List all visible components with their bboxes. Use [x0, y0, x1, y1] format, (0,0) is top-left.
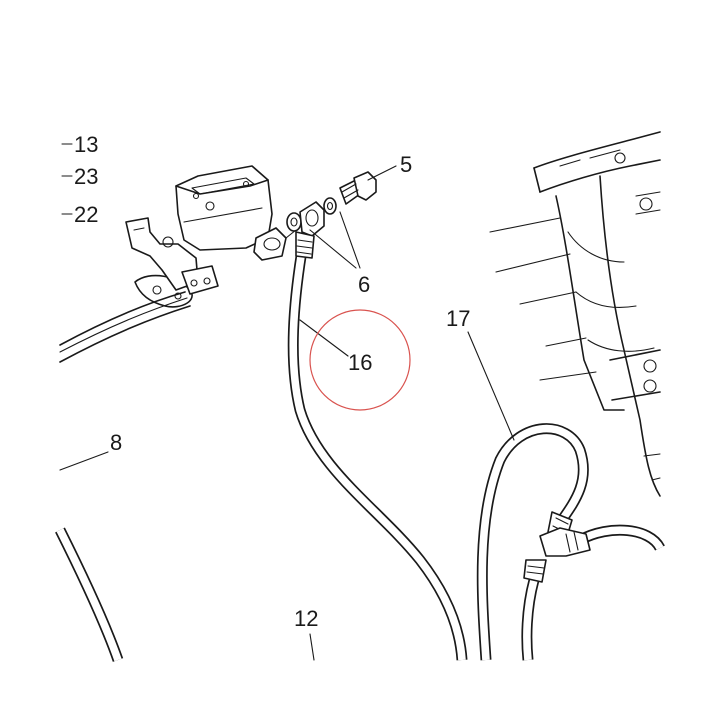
callout-13: 13	[74, 132, 98, 157]
leader-lines	[59, 143, 515, 661]
fork-assembly	[489, 131, 661, 497]
handlebar-lever	[59, 274, 193, 363]
banjo-fitting-assembly	[286, 171, 377, 237]
callout-8: 8	[110, 430, 122, 455]
brake-hose-17	[476, 423, 665, 661]
callout-5: 5	[400, 152, 412, 177]
callout-12: 12	[294, 606, 318, 631]
hose-fitting-lower	[523, 559, 547, 583]
brake-hose-12	[55, 527, 124, 662]
highlight-circle	[309, 309, 411, 411]
callout-6: 6	[358, 272, 370, 297]
callout-22: 22	[74, 202, 98, 227]
callout-23: 23	[74, 164, 98, 189]
t-junction	[539, 527, 591, 557]
banjo-fitting	[299, 201, 325, 237]
callout-16: 16	[348, 350, 372, 375]
master-cylinder	[125, 165, 297, 295]
washer-6b	[323, 197, 337, 215]
washer-6a	[286, 212, 302, 232]
callout-17: 17	[446, 306, 470, 331]
brake-hose-16	[287, 231, 468, 661]
